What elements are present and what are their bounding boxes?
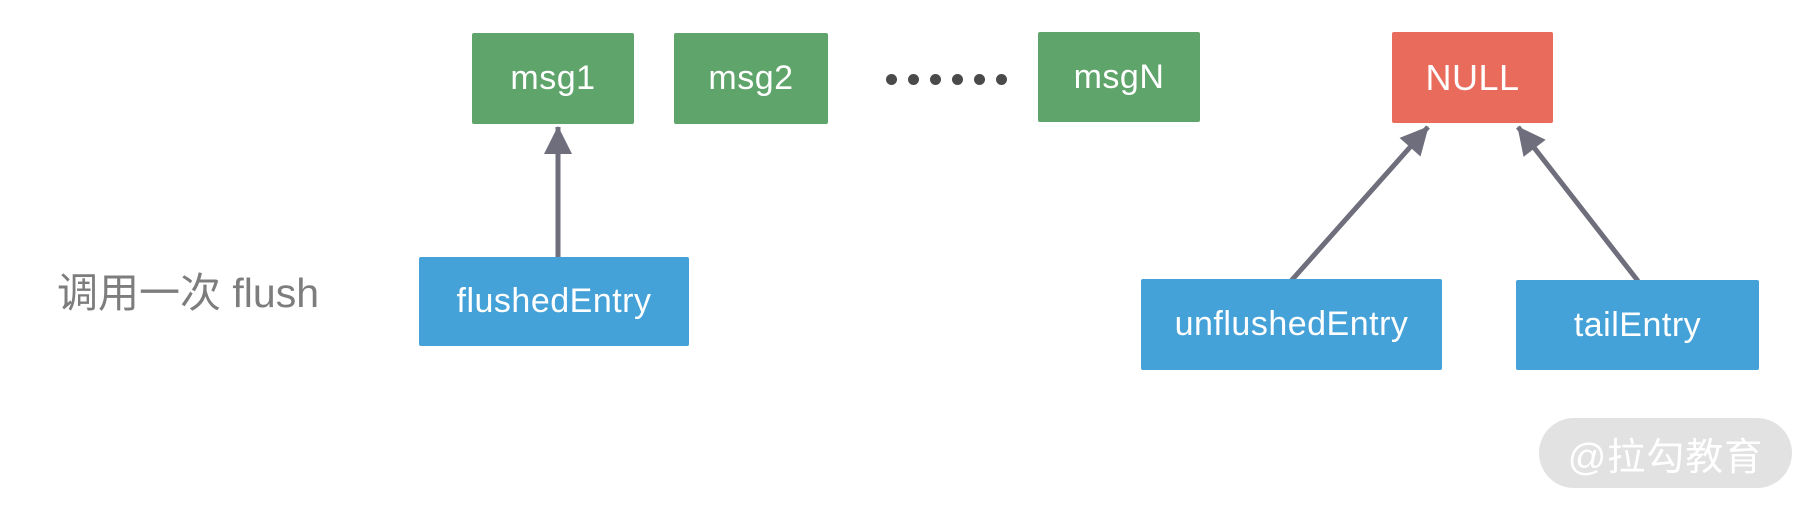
- watermark-badge: @拉勾教育: [1539, 418, 1792, 488]
- node-null: NULL: [1392, 32, 1553, 123]
- node-msgN: msgN: [1038, 32, 1200, 122]
- arrow-unflushedentry-to-null: [1289, 125, 1430, 283]
- node-msg2: msg2: [674, 33, 828, 124]
- arrow-tailentry-to-null: [1516, 125, 1640, 283]
- node-tail-entry: tailEntry: [1516, 280, 1759, 370]
- dot-icon: [974, 74, 985, 85]
- dot-icon: [952, 74, 963, 85]
- node-flushed-entry: flushedEntry: [419, 257, 689, 346]
- node-msg1: msg1: [472, 33, 634, 124]
- flush-caption: 调用一次 flush: [57, 270, 319, 316]
- ellipsis-dots-icon: [886, 74, 1007, 85]
- dot-icon: [908, 74, 919, 85]
- dot-icon: [930, 74, 941, 85]
- dot-icon: [996, 74, 1007, 85]
- dot-icon: [886, 74, 897, 85]
- node-unflushed-entry: unflushedEntry: [1141, 279, 1442, 370]
